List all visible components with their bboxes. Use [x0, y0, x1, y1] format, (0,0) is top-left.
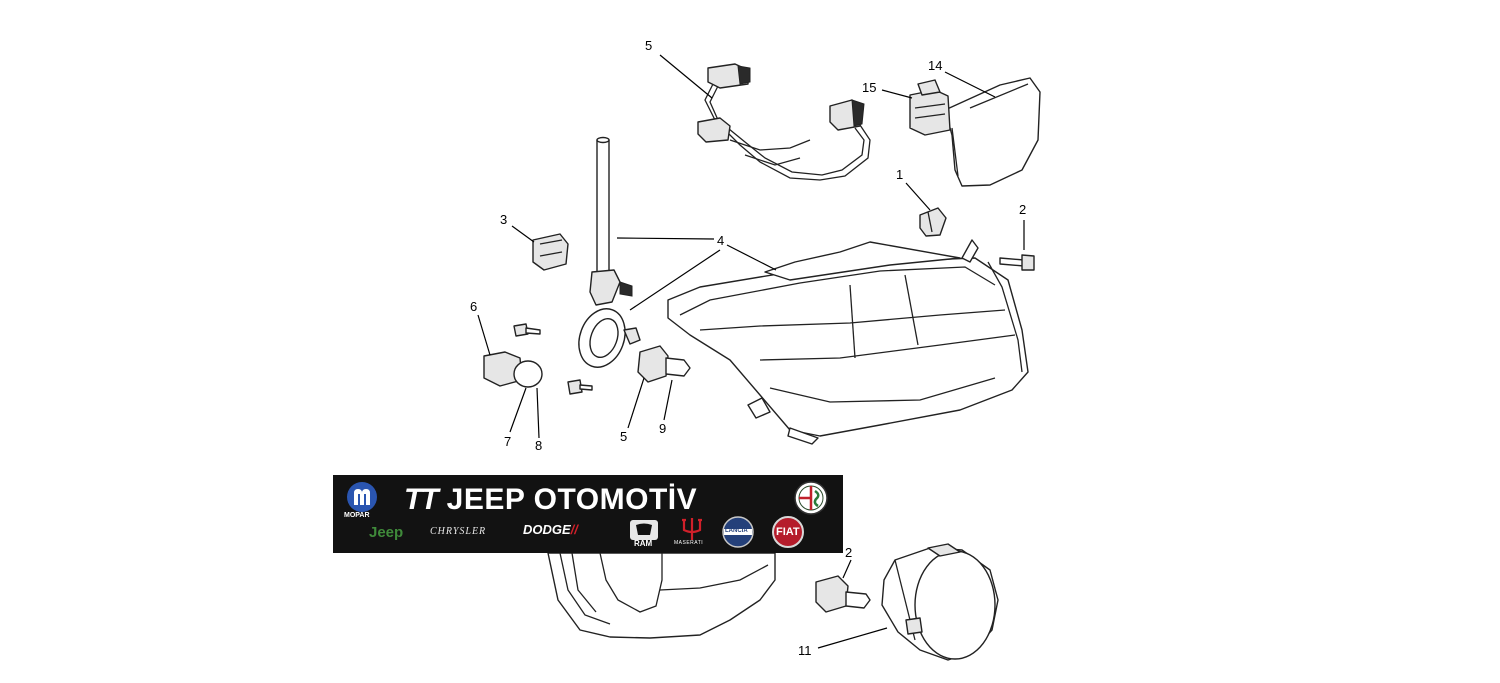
dodge-stripes-icon: //: [570, 522, 578, 537]
brand-maserati: MASERATI: [674, 540, 704, 546]
brand-ram: RAM: [634, 539, 653, 548]
callout-6: 6: [470, 299, 477, 314]
headlamp-housing: [667, 239, 1029, 445]
brand-lancia: LANCIA: [725, 528, 748, 534]
callout-7: 7: [504, 434, 511, 449]
leader-lines: [477, 54, 1025, 649]
alfa-romeo-logo-icon: [794, 481, 828, 515]
bulb-socket-part-3: [532, 233, 569, 271]
park-bulb-part-7: [483, 351, 543, 388]
company-name: JEEP OTOMOTİV: [446, 483, 698, 516]
fog-lamp-bulb: [815, 575, 871, 613]
wiring-harness: [697, 63, 871, 181]
callout-4: 4: [717, 233, 724, 248]
side-marker-lamp: [909, 77, 1041, 187]
screw-part-2: [999, 254, 1035, 271]
mopar-label: MOPAR: [344, 512, 370, 519]
seal-ring: [578, 308, 641, 368]
brand-fiat: FIAT: [776, 526, 800, 538]
callout-8: 8: [535, 438, 542, 453]
fog-lamp-assembly: [881, 543, 999, 661]
callout-1: 1: [896, 167, 903, 182]
callout-3: 3: [500, 212, 507, 227]
fiat-logo-icon: [772, 516, 804, 548]
fog-lamp-reflector: [547, 552, 776, 639]
maserati-trident-icon: [682, 518, 702, 540]
ram-logo-icon: [630, 520, 658, 540]
adjuster-rod: [589, 136, 633, 306]
brand-jeep: Jeep: [369, 524, 404, 541]
tt-logo: TT: [404, 483, 439, 516]
callout-labels: 5 14 15 1 2 3 4 6 7 8 5 9 2 11: [470, 38, 1026, 658]
callout-14: 14: [928, 58, 942, 73]
callout-5: 5: [620, 429, 627, 444]
clip-part-1: [919, 207, 947, 237]
callout-2: 2: [1019, 202, 1026, 217]
callout-11: 11: [798, 643, 812, 658]
small-screws: [513, 323, 593, 395]
brand-dodge-label: DODGE: [523, 522, 571, 537]
dealer-banner: [333, 475, 843, 553]
lancia-logo-icon: [722, 516, 754, 548]
brand-chrysler: CHRYSLER: [430, 526, 487, 537]
callout-9: 9: [659, 421, 666, 436]
callout-15: 15: [862, 80, 876, 95]
headlamp-bulb-part-9: [637, 345, 691, 383]
brand-dodge: DODGE//: [523, 522, 578, 537]
callout-2-fog: 2: [845, 545, 852, 560]
mopar-logo-icon: [347, 482, 377, 512]
banner-title: TT JEEP OTOMOTİV: [404, 480, 697, 520]
callout-10: 5: [645, 38, 652, 53]
